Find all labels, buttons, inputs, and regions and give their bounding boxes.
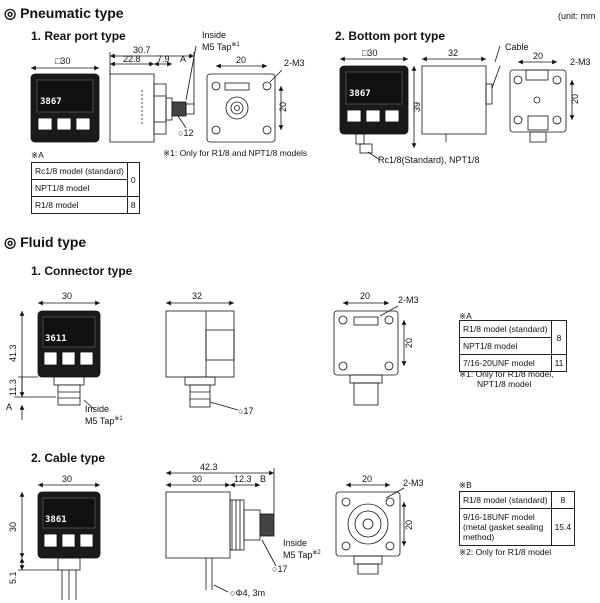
tap-label: M5 Tap※2	[283, 550, 321, 560]
dim-label: 2-M3	[570, 57, 591, 67]
rear-front-view	[30, 73, 100, 143]
port-label: Rc1/8(Standard), NPT1/8	[378, 155, 480, 165]
bottom-display-readout: 3867	[349, 89, 371, 99]
cable-label: Cable	[505, 42, 529, 52]
unit-note: (unit: mm	[558, 11, 596, 21]
dim-label: 20	[360, 291, 370, 301]
dim-label: 12.3	[234, 474, 252, 484]
connector-spec-table: R1/8 model (standard)8 NPT1/8 model 7/16…	[459, 320, 568, 372]
dim-label: 2-M3	[284, 58, 305, 68]
rear-port-title: 1. Rear port type	[31, 29, 126, 43]
dim-label: 39	[412, 102, 422, 112]
dim-label: ○17	[272, 564, 287, 574]
dim-label: □30	[362, 48, 377, 58]
section-title-pneumatic: ◎ Pneumatic type	[4, 5, 124, 22]
dim-label: A	[6, 402, 12, 412]
dim-label: 2-M3	[398, 295, 419, 305]
dim-label: B	[260, 474, 266, 484]
dim-label: 20	[278, 102, 288, 112]
connector-type-title: 1. Connector type	[31, 264, 133, 278]
dim-label: ○17	[238, 406, 253, 416]
dim-label: ○Φ4, 3m	[230, 588, 265, 598]
connector-back-view	[333, 310, 399, 406]
bottom-side-view	[421, 65, 501, 142]
dim-label: 32	[448, 48, 458, 58]
dim-label: 7.9	[157, 54, 170, 64]
inside-label: Inside	[283, 538, 308, 548]
dim-label: 5.1	[8, 571, 18, 584]
bottom-front-view	[339, 65, 409, 154]
cable-display-readout: 3861	[45, 515, 67, 525]
dim-label: 30.7	[133, 45, 151, 55]
double-circle-icon: ◎	[4, 5, 17, 21]
connector-display-readout: 3611	[45, 334, 67, 344]
dim-label: 20	[404, 520, 414, 530]
dim-label: 20	[362, 474, 372, 484]
connector-footnote-1: ※1: Only for R1/8 model,	[459, 369, 554, 379]
table-row: R1/8 model (standard)8	[459, 320, 568, 355]
cable-type-title: 2. Cable type	[31, 451, 106, 465]
rear-back-view	[206, 73, 276, 143]
cable-footnote: ※2: Only for R1/8 model	[459, 547, 552, 557]
rear-spec-table: Rc1/8 model (standard)0 NPT1/8 model R1/…	[31, 162, 140, 214]
dim-label: A	[180, 54, 186, 64]
connector-front-view	[37, 310, 101, 406]
connector-side-view	[165, 310, 235, 408]
bottom-back-view	[509, 69, 567, 143]
tap-label: M5 Tap※1	[85, 416, 123, 426]
section-title-fluid: ◎ Fluid type	[4, 234, 86, 251]
dim-label: 32	[192, 291, 202, 301]
rear-display-readout: 3867	[40, 97, 62, 107]
dim-label: 42.3	[200, 462, 218, 472]
dim-label: 20	[570, 94, 580, 104]
dim-label: 41.3	[8, 344, 18, 362]
double-circle-icon: ◎	[4, 234, 17, 250]
rear-footnote: ※1: Only for R1/8 and NPT1/8 models	[163, 148, 308, 158]
bottom-port-title: 2. Bottom port type	[335, 29, 445, 43]
dim-label: 30	[8, 522, 18, 532]
dim-label: □30	[55, 56, 70, 66]
dim-label: 20	[533, 51, 543, 61]
rear-side-view	[109, 73, 195, 143]
tap-label: M5 Tap※1	[202, 42, 240, 52]
dim-label: 20	[236, 55, 246, 65]
section-title-text: Pneumatic type	[20, 5, 124, 21]
dim-label: 11.3	[8, 379, 18, 396]
dim-label: 30	[62, 291, 72, 301]
section-title-text: Fluid type	[20, 234, 87, 250]
dim-label: 30	[62, 474, 72, 484]
cable-spec-table: R1/8 model (standard)8 9/16-18UNF model(…	[459, 491, 576, 546]
inside-label: Inside	[85, 404, 110, 414]
dim-label: 30	[192, 474, 202, 484]
connector-footnote-2: NPT1/8 model	[477, 379, 532, 389]
cable-back-view	[335, 491, 401, 575]
cable-table-title: ※B	[459, 480, 472, 490]
cable-front-view	[37, 491, 101, 600]
connector-table-title: ※A	[459, 311, 472, 321]
dim-label: ○12	[178, 128, 193, 138]
dim-label: 2-M3	[403, 478, 424, 488]
dim-label: 20	[404, 338, 414, 348]
dim-label: 22.8	[123, 54, 141, 64]
cable-side-view	[165, 491, 275, 590]
rear-table-title: ※A	[31, 150, 44, 160]
inside-label: Inside	[202, 30, 227, 40]
